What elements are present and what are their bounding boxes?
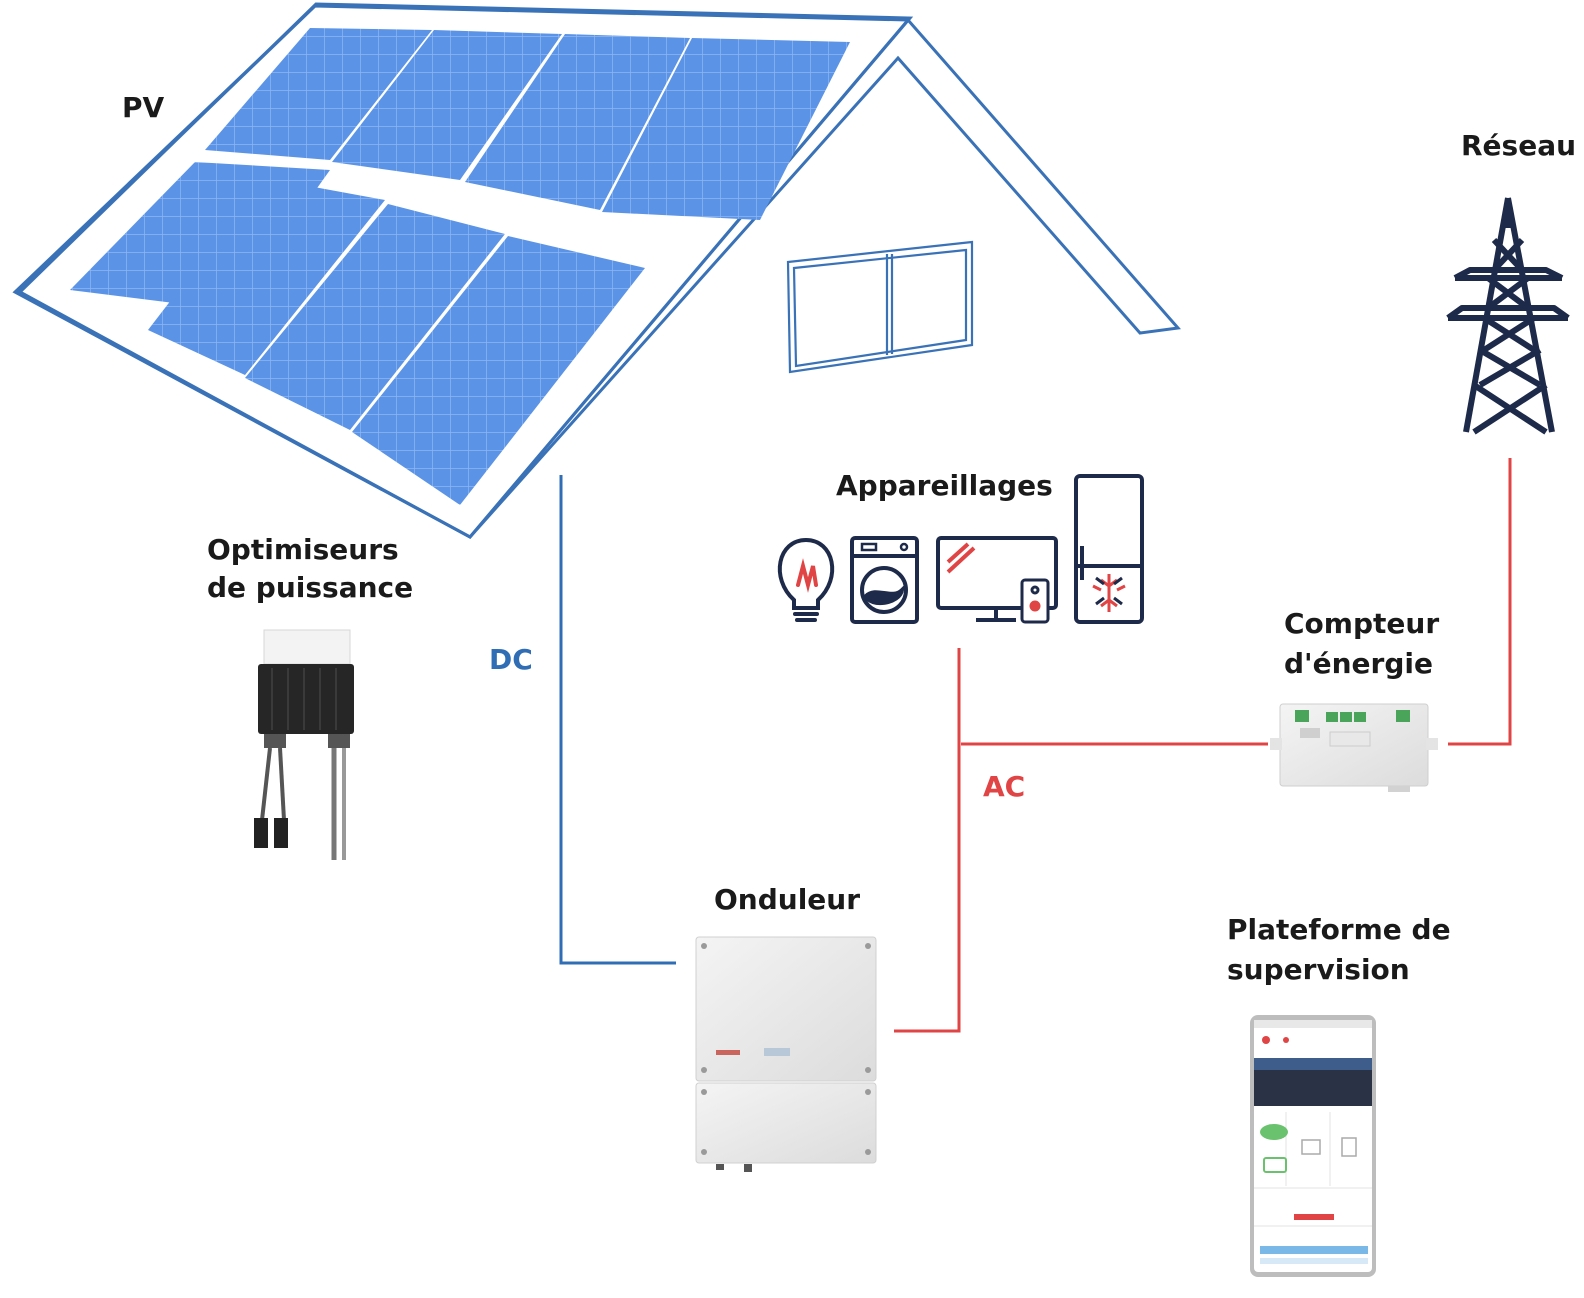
- appliances-label: Appareillages: [836, 469, 1053, 502]
- smartphone-app: [1250, 1015, 1376, 1277]
- power-optimizer: [254, 629, 354, 860]
- monitoring-label-line1: Plateforme de: [1227, 913, 1451, 946]
- pv-label: PV: [122, 91, 165, 124]
- energy-meter: [1270, 703, 1438, 792]
- solar-panel-array: [17, 2, 914, 539]
- grid-label: Réseau: [1461, 129, 1577, 162]
- optimizers-label-line1: Optimiseurs: [207, 533, 399, 566]
- remote-icon: [1020, 578, 1050, 624]
- monitoring-label-line2: supervision: [1227, 953, 1410, 986]
- inverter: [695, 936, 877, 1172]
- optimizers-label-line2: de puissance: [207, 571, 414, 604]
- transmission-tower-icon: [1446, 197, 1570, 435]
- inverter-label: Onduleur: [714, 883, 861, 916]
- washing-machine-icon: [850, 536, 919, 624]
- dc-line: [559, 475, 676, 965]
- dc-label: DC: [489, 643, 533, 676]
- fridge-icon: [1074, 474, 1144, 624]
- meter-label-line1: Compteur: [1284, 607, 1440, 640]
- light-bulb-icon: [777, 537, 835, 622]
- house-window: [786, 240, 974, 374]
- ac-label: AC: [983, 770, 1026, 803]
- ac-lines: [894, 458, 1512, 1033]
- monitor-icon: [936, 536, 1058, 622]
- meter-label-line2: d'énergie: [1284, 647, 1433, 680]
